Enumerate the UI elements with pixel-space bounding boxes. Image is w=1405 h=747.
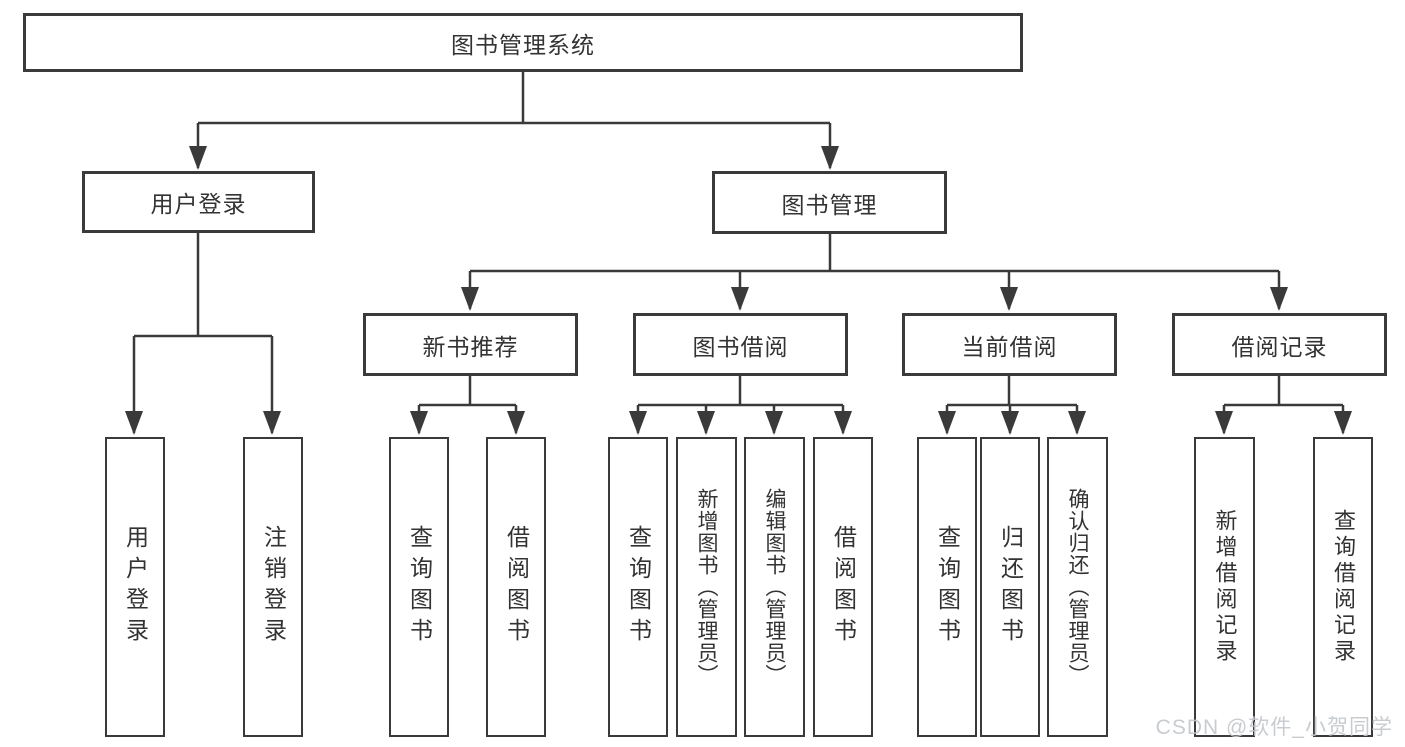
leaf-borrow-books: 借阅图书 [813,437,873,737]
leaf-edit-books-admin: 编辑图书（管理员） [744,437,805,737]
node-label: 图书管理 [781,191,878,218]
node-user-login-branch: 用户登录 [82,171,315,233]
node-book-borrowing: 图书借阅 [633,313,848,376]
leaf-user-login: 用户登录 [105,437,165,737]
leaf-current-query-books: 查询图书 [917,437,977,737]
node-label: 编辑图书（管理员） [763,488,786,686]
connector-arrows [125,123,1352,435]
leaf-confirm-return-admin: 确认归还（管理员） [1047,437,1108,737]
leaf-query-borrow-record: 查询借阅记录 [1313,437,1373,737]
node-book-management-branch: 图书管理 [712,171,947,234]
leaf-recommend-query-books: 查询图书 [389,437,449,737]
node-root-library-management-system: 图书管理系统 [23,13,1023,72]
node-label: 图书管理系统 [451,31,595,58]
node-label: 新书推荐 [422,333,519,360]
leaf-borrow-query-books: 查询图书 [608,437,668,737]
node-label: 查询借阅记录 [1331,509,1356,665]
node-label: 查询图书 [625,525,652,649]
connector-trunks [134,72,1343,407]
node-label: 借阅图书 [503,525,530,649]
node-label: 确认归还（管理员） [1066,488,1089,686]
node-label: 新增借阅记录 [1212,509,1238,665]
node-new-book-recommend: 新书推荐 [363,313,578,376]
node-label: 图书借阅 [692,333,789,360]
leaf-add-books-admin: 新增图书（管理员） [676,437,737,737]
node-label: 用户登录 [150,191,247,217]
node-label: 注销登录 [260,525,287,649]
node-label: 新增图书（管理员） [695,488,718,686]
csdn-watermark: CSDN @软件_小贺同学 [1155,716,1393,739]
node-current-borrowing: 当前借阅 [902,313,1117,376]
node-label: 查询图书 [406,525,433,649]
leaf-add-borrow-record: 新增借阅记录 [1194,437,1255,737]
leaf-logout: 注销登录 [243,437,303,737]
node-borrowing-records: 借阅记录 [1172,313,1387,376]
node-label: 查询图书 [934,525,961,649]
node-label: 归还图书 [997,525,1024,649]
node-label: 用户登录 [122,525,149,649]
node-label: 当前借阅 [961,333,1058,360]
leaf-return-books: 归还图书 [980,437,1040,737]
node-label: 借阅记录 [1231,333,1328,360]
node-label: 借阅图书 [830,525,857,649]
leaf-recommend-borrow-books: 借阅图书 [486,437,546,737]
